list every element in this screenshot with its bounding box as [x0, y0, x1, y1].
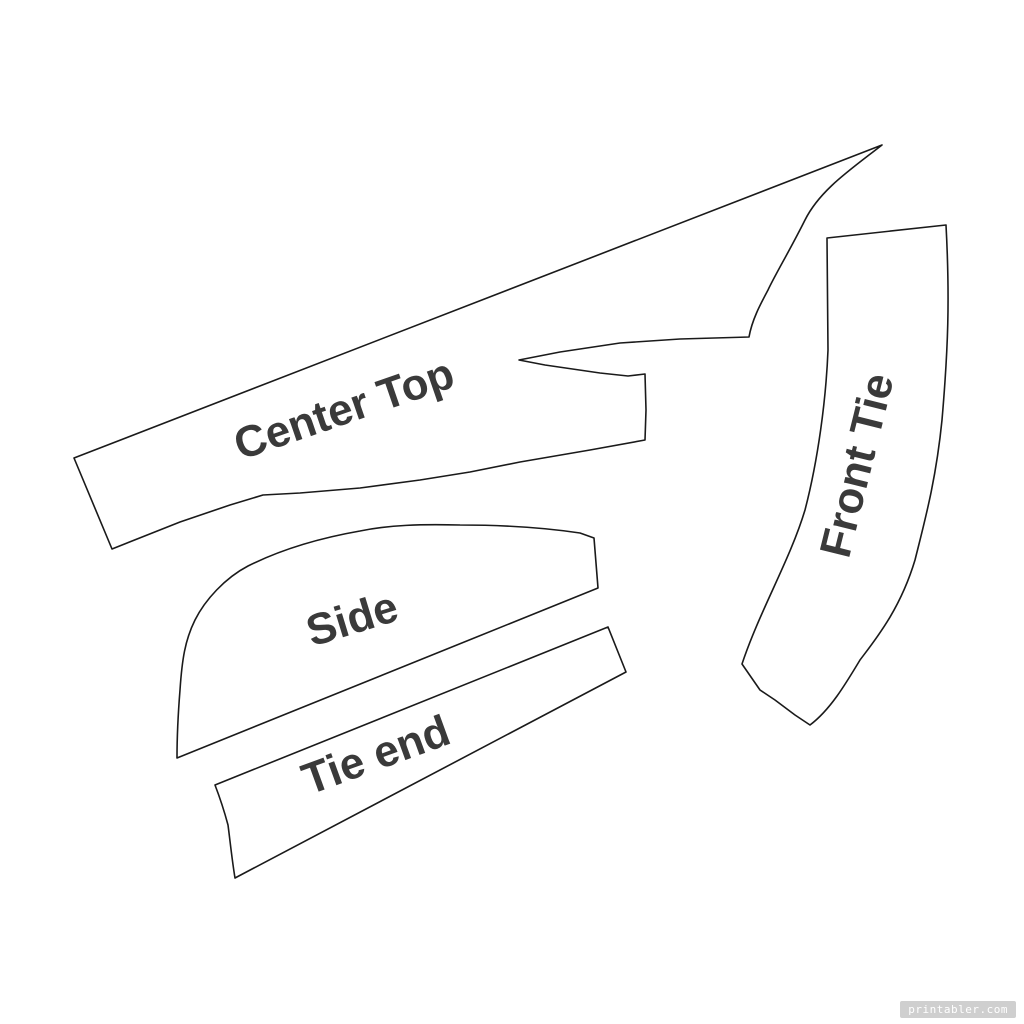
front-tie-piece	[741, 224, 949, 726]
center-top-piece	[73, 144, 883, 550]
side-piece	[176, 523, 599, 759]
watermark: printabler.com	[900, 1001, 1016, 1018]
tie-end-piece	[214, 626, 627, 879]
